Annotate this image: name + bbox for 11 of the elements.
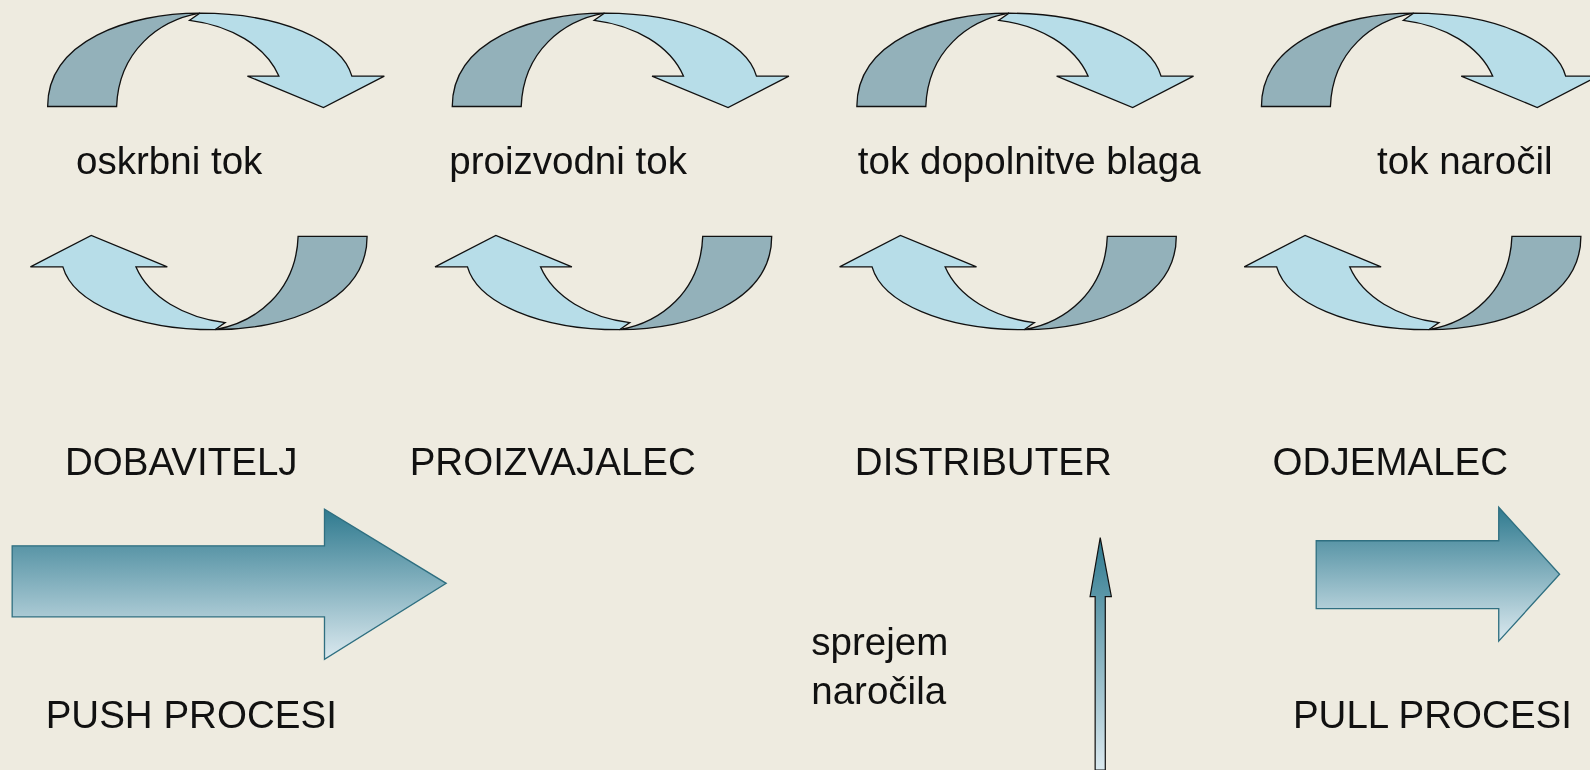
role-label: DOBAVITELJ	[64, 439, 298, 485]
role-label: ODJEMALEC	[1272, 439, 1509, 485]
role-label: PROIZVAJALEC	[409, 439, 696, 485]
flow-label: tok dopolnitve blaga	[857, 139, 1201, 185]
process-label: PUSH PROCESI	[45, 692, 337, 739]
note-text: sprejem naročila	[811, 619, 950, 714]
flow-label: proizvodni tok	[449, 139, 687, 185]
process-label: PULL PROCESI	[1292, 692, 1572, 739]
flow-label: tok naročil	[1377, 139, 1553, 185]
role-label: DISTRIBUTER	[854, 439, 1112, 485]
flow-label: oskrbni tok	[76, 139, 263, 185]
